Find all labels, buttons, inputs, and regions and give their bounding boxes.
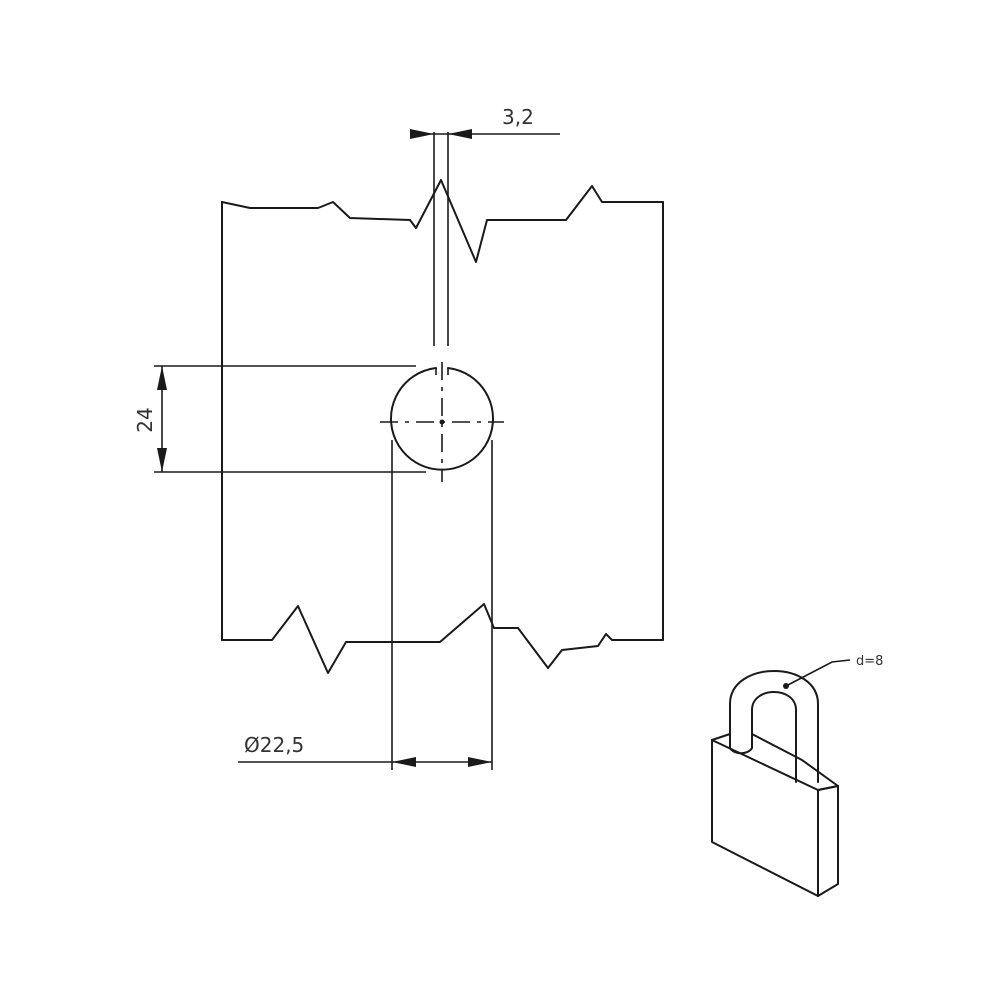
plate-outline [221, 179, 664, 674]
shackle-diameter-label: d=8 [856, 654, 883, 669]
plate-bottom-break-line [221, 603, 664, 674]
slot-width-dimension: 3,2 [410, 105, 560, 139]
hole-height-dimension: 24 [133, 365, 426, 473]
hole [380, 362, 504, 482]
hole-height-label: 24 [133, 407, 157, 432]
plate-top-break-line [221, 179, 664, 263]
hole-diameter-dimension: Ø22,5 [238, 440, 493, 770]
padlock-icon: d=8 [711, 654, 883, 897]
hole-diameter-label: Ø22,5 [244, 733, 304, 757]
slot-width-label: 3,2 [502, 105, 534, 129]
slot [433, 132, 449, 346]
